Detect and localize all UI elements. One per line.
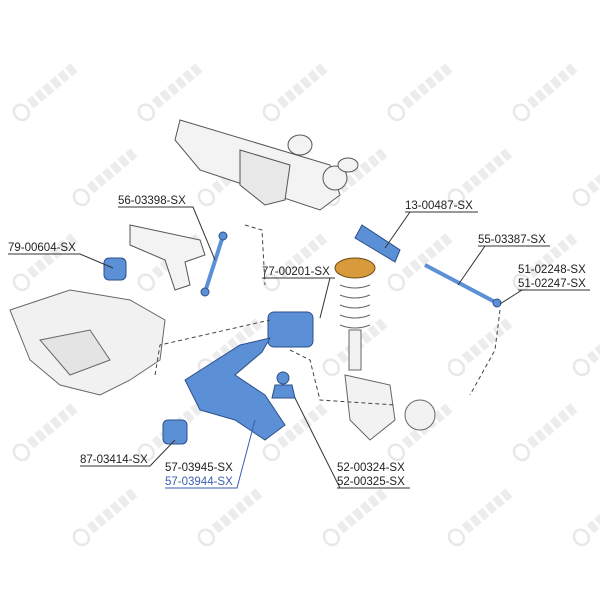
strut-illustration <box>334 257 436 441</box>
label-52-00324-sx: 52-00324-SX <box>337 462 405 474</box>
label-52-00325-sx: 52-00325-SX <box>337 476 405 488</box>
watermark-logo <box>72 488 138 547</box>
watermark-logo <box>512 233 578 292</box>
control-arm-part <box>184 337 286 441</box>
watermark-logo <box>12 233 78 292</box>
front-bushing-part <box>162 419 188 445</box>
steering-rack-illustration <box>174 119 359 211</box>
watermark-logo <box>262 63 328 122</box>
stabilizer-link-part <box>200 231 228 297</box>
label-51-02247-sx: 51-02247-SX <box>518 278 586 290</box>
assembly-guides <box>154 224 501 406</box>
label-56-03398-sx: 56-03398-SX <box>118 195 186 207</box>
watermark-logo <box>512 63 578 122</box>
tie-rod-part <box>424 263 496 304</box>
watermark-logo <box>387 63 453 122</box>
label-79-00604-sx: 79-00604-SX <box>8 242 76 254</box>
watermark-logo <box>12 403 78 462</box>
watermark-logo <box>137 63 203 122</box>
label-13-00487-sx: 13-00487-SX <box>405 200 473 212</box>
watermark-logo <box>322 488 388 547</box>
tie-rod-end-part <box>492 298 502 308</box>
label-55-03387-sx: 55-03387-SX <box>478 234 546 246</box>
watermark-logo <box>72 148 138 207</box>
watermark-logo <box>447 148 513 207</box>
watermark-logo <box>572 174 600 207</box>
leader-lines <box>8 206 590 489</box>
stabilizer-bushing-part <box>103 257 127 281</box>
watermark-logo <box>447 488 513 547</box>
watermark-logo <box>197 488 263 547</box>
watermark-logo <box>572 344 600 377</box>
watermark-logo <box>262 233 328 292</box>
label-57-03945-sx: 57-03945-SX <box>165 462 233 474</box>
rear-bushing-part <box>267 311 314 348</box>
stabilizer-bar-illustration <box>129 224 206 291</box>
watermark-logo <box>512 403 578 462</box>
label-87-03414-sx: 87-03414-SX <box>80 454 148 466</box>
label-77-00201-sx: 77-00201-SX <box>262 266 330 278</box>
watermark-logo <box>387 233 453 292</box>
subframe-illustration <box>9 289 166 396</box>
ball-joint-part <box>271 371 296 399</box>
watermark-logo <box>447 318 513 377</box>
label-57-03944-sx: 57-03944-SX <box>165 476 233 488</box>
watermark-logo <box>572 514 600 547</box>
steering-boot-part <box>354 224 401 263</box>
watermark-logo <box>262 403 328 462</box>
label-51-02248-sx: 51-02248-SX <box>518 264 586 276</box>
watermark-logo <box>12 63 78 122</box>
